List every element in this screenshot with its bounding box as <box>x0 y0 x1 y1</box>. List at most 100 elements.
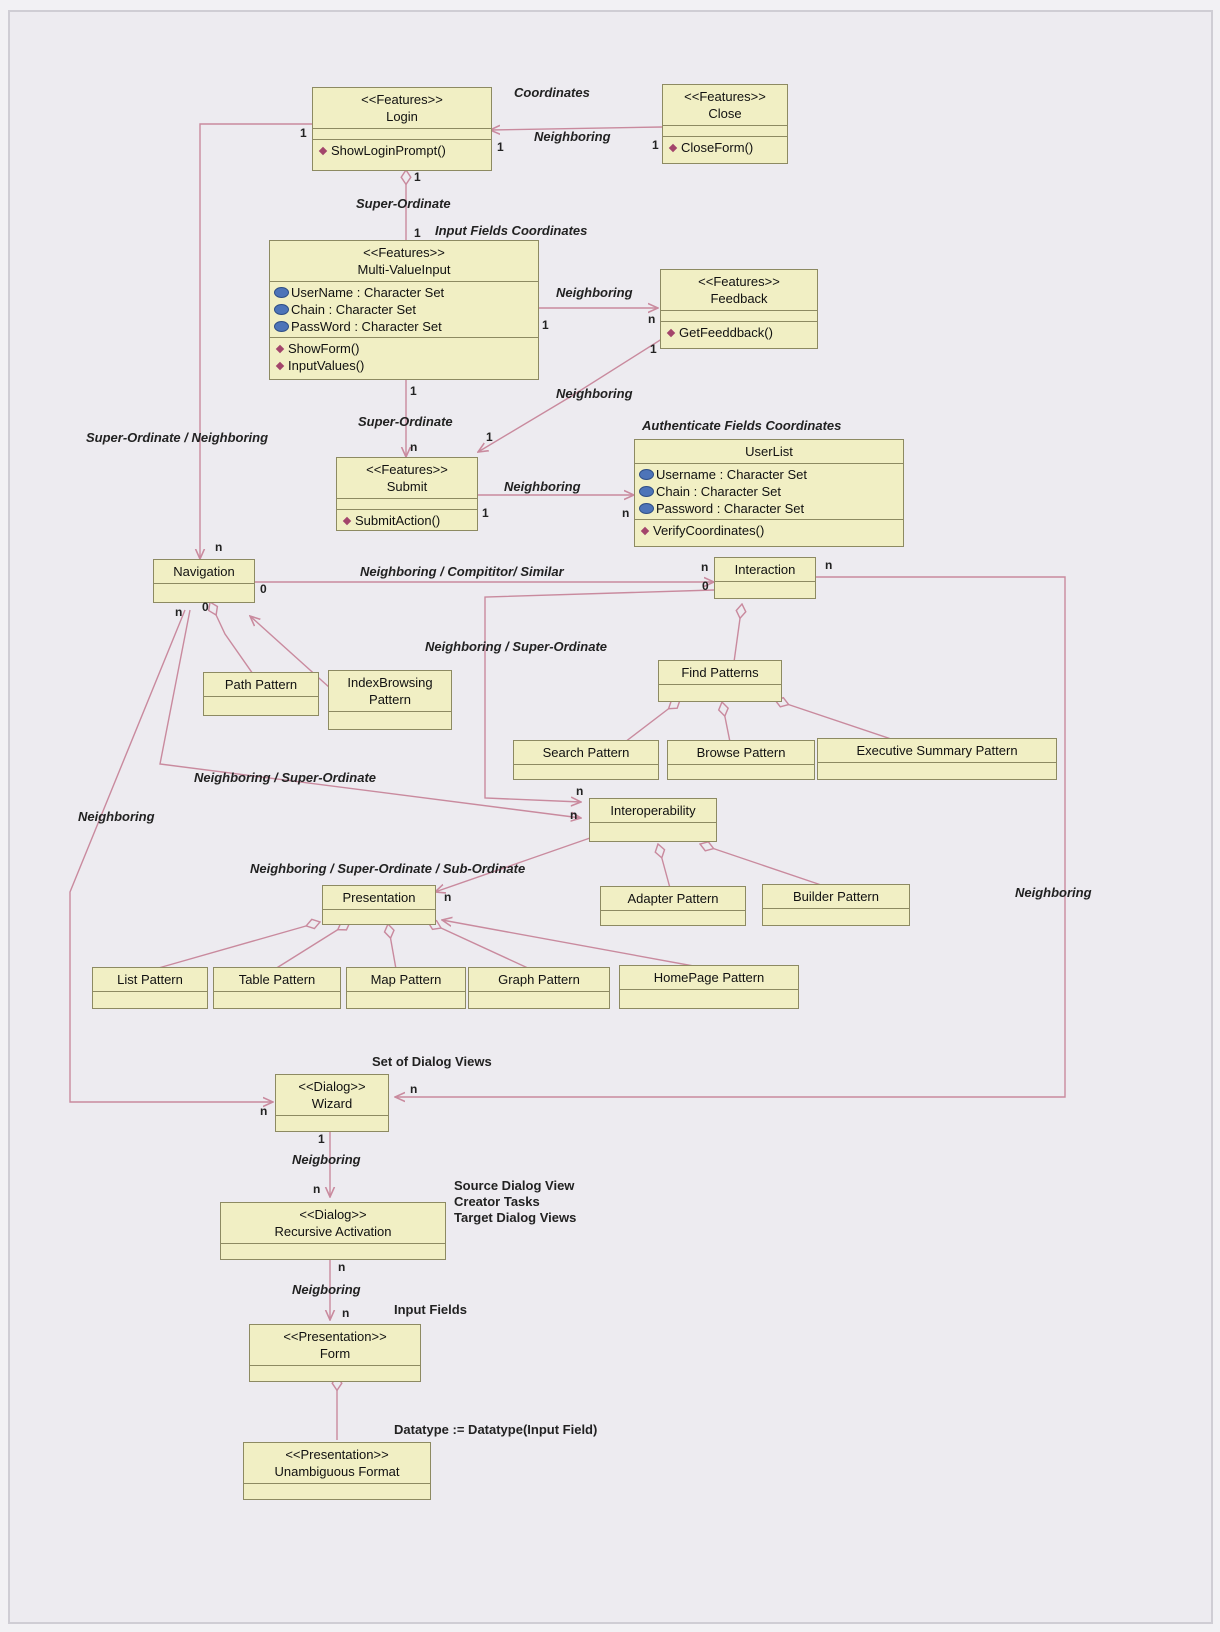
class-homepage-pattern[interactable]: HomePage Pattern <box>619 965 799 1009</box>
link-exec-find <box>775 700 901 743</box>
link-interaction-interoperability <box>484 589 715 802</box>
attribute-label: PassWord : Character Set <box>291 319 442 334</box>
label-set-of-dialog-views: Set of Dialog Views <box>372 1054 492 1069</box>
operation-label: CloseForm() <box>681 140 754 155</box>
operation-label: VerifyCoordinates() <box>653 523 765 538</box>
multiplicity: 0 <box>702 579 709 593</box>
attribute-icon <box>274 321 289 332</box>
label-creator-tasks: Creator Tasks <box>454 1194 540 1209</box>
class-login[interactable]: <<Features>>Login ShowLoginPrompt() <box>312 87 492 171</box>
operation-icon <box>275 344 285 353</box>
operation-label: SubmitAction() <box>355 513 441 528</box>
attribute-label: Username : Character Set <box>656 467 808 482</box>
operation-label: ShowLoginPrompt() <box>331 143 446 158</box>
class-interoperability[interactable]: Interoperability <box>589 798 717 842</box>
class-multi-value-input[interactable]: <<Features>>Multi-ValueInput UserName : … <box>269 240 539 380</box>
class-navigation[interactable]: Navigation <box>153 559 255 603</box>
operation-icon <box>275 361 285 370</box>
class-table-pattern[interactable]: Table Pattern <box>213 967 341 1009</box>
class-graph-pattern[interactable]: Graph Pattern <box>468 967 610 1009</box>
class-userlist[interactable]: UserList Username : Character Set Chain … <box>634 439 904 547</box>
class-path-pattern[interactable]: Path Pattern <box>203 672 319 716</box>
link-table-presentation <box>274 922 350 970</box>
link-navigation-interoperability <box>159 609 581 818</box>
multiplicity: 1 <box>486 430 493 444</box>
class-recursive-activation[interactable]: <<Dialog>>Recursive Activation <box>220 1202 446 1260</box>
stereotype-label: <<Features>> <box>363 245 445 260</box>
class-find-patterns[interactable]: Find Patterns <box>658 660 782 702</box>
class-diagram: <<Features>>Login ShowLoginPrompt() <<Fe… <box>8 10 1213 1624</box>
class-executive-summary-pattern[interactable]: Executive Summary Pattern <box>817 738 1057 780</box>
label-neighboring: Neighboring <box>504 479 581 494</box>
class-close[interactable]: <<Features>>Close CloseForm() <box>662 84 788 164</box>
class-wizard[interactable]: <<Dialog>>Wizard <box>275 1074 389 1132</box>
class-name: Navigation <box>154 560 254 584</box>
class-feedback[interactable]: <<Features>>Feedback GetFeeddback() <box>660 269 818 349</box>
class-submit[interactable]: <<Features>> Submit SubmitAction() <box>336 457 478 531</box>
multiplicity: 1 <box>497 140 504 154</box>
link-interoperability-presentation <box>435 837 591 892</box>
link-adapter-interoperability <box>658 844 671 889</box>
label-coordinates: Coordinates <box>514 85 590 100</box>
link-list-presentation <box>154 922 320 970</box>
label-neigboring: Neigboring <box>292 1282 361 1297</box>
operation-label: ShowForm() <box>288 341 360 356</box>
link-browse-find <box>722 702 731 743</box>
label-input-fields: Input Fields <box>394 1302 467 1317</box>
class-map-pattern[interactable]: Map Pattern <box>346 967 466 1009</box>
stereotype-label: <<Presentation>> <box>285 1447 389 1462</box>
operation-label: GetFeeddback() <box>679 325 773 340</box>
class-adapter-pattern[interactable]: Adapter Pattern <box>600 886 746 926</box>
class-name: Adapter Pattern <box>601 887 745 911</box>
class-name: Browse Pattern <box>668 741 814 765</box>
label-datatype-rule: Datatype := Datatype(Input Field) <box>394 1422 598 1437</box>
class-name: Map Pattern <box>347 968 465 992</box>
class-name: Submit <box>386 479 428 494</box>
class-unambiguous-format[interactable]: <<Presentation>>Unambiguous Format <box>243 1442 431 1500</box>
label-super-ordinate: Super-Ordinate <box>358 414 453 429</box>
multiplicity: 0 <box>260 582 267 596</box>
label-neighboring: Neighboring <box>1015 885 1092 900</box>
label-source-dialog-view: Source Dialog View <box>454 1178 575 1193</box>
class-search-pattern[interactable]: Search Pattern <box>513 740 659 780</box>
class-name: Find Patterns <box>659 661 781 685</box>
multiplicity: n <box>175 605 183 619</box>
class-form[interactable]: <<Presentation>>Form <box>249 1324 421 1382</box>
multiplicity: 1 <box>410 384 417 398</box>
class-browse-pattern[interactable]: Browse Pattern <box>667 740 815 780</box>
class-list-pattern[interactable]: List Pattern <box>92 967 208 1009</box>
multiplicity: 1 <box>318 1132 325 1146</box>
attribute-icon <box>274 304 289 315</box>
label-super-ordinate: Super-Ordinate <box>356 196 451 211</box>
class-presentation[interactable]: Presentation <box>322 885 436 925</box>
class-name: Recursive Activation <box>274 1224 392 1239</box>
class-name: Executive Summary Pattern <box>818 739 1056 763</box>
label-neighboring-super-ordinate: Neighboring / Super-Ordinate <box>425 639 608 654</box>
label-neighboring: Neighboring <box>556 386 633 401</box>
multiplicity: n <box>648 312 656 326</box>
class-builder-pattern[interactable]: Builder Pattern <box>762 884 910 926</box>
class-name: Multi-ValueInput <box>357 262 451 277</box>
class-name: Presentation <box>323 886 435 910</box>
association-lines <box>69 123 1066 1440</box>
label-neighboring-super-ordinate: Neighboring / Super-Ordinate <box>194 770 377 785</box>
attribute-label: Password : Character Set <box>656 501 805 516</box>
label-target-dialog-views: Target Dialog Views <box>454 1210 577 1225</box>
multiplicity: n <box>410 1082 418 1096</box>
attribute-icon <box>639 503 654 514</box>
class-name: Path Pattern <box>204 673 318 697</box>
multiplicity: n <box>215 540 223 554</box>
class-interaction[interactable]: Interaction <box>714 557 816 599</box>
multiplicity: 1 <box>414 226 421 240</box>
label-neighboring-competitor-similar: Neighboring / Compititor/ Similar <box>360 564 564 579</box>
label-super-ordinate-neighboring: Super-Ordinate / Neighboring <box>86 430 269 445</box>
multiplicity: n <box>444 890 452 904</box>
class-name: Wizard <box>311 1096 353 1111</box>
operation-icon <box>318 146 328 155</box>
label-neighboring: Neighboring <box>534 129 611 144</box>
link-interaction-wizard <box>395 576 1066 1097</box>
class-name: Interoperability <box>590 799 716 823</box>
link-path-navigation <box>210 602 261 685</box>
class-indexbrowsing-pattern[interactable]: IndexBrowsing Pattern <box>328 670 452 730</box>
stereotype-label: <<Features>> <box>366 462 448 477</box>
